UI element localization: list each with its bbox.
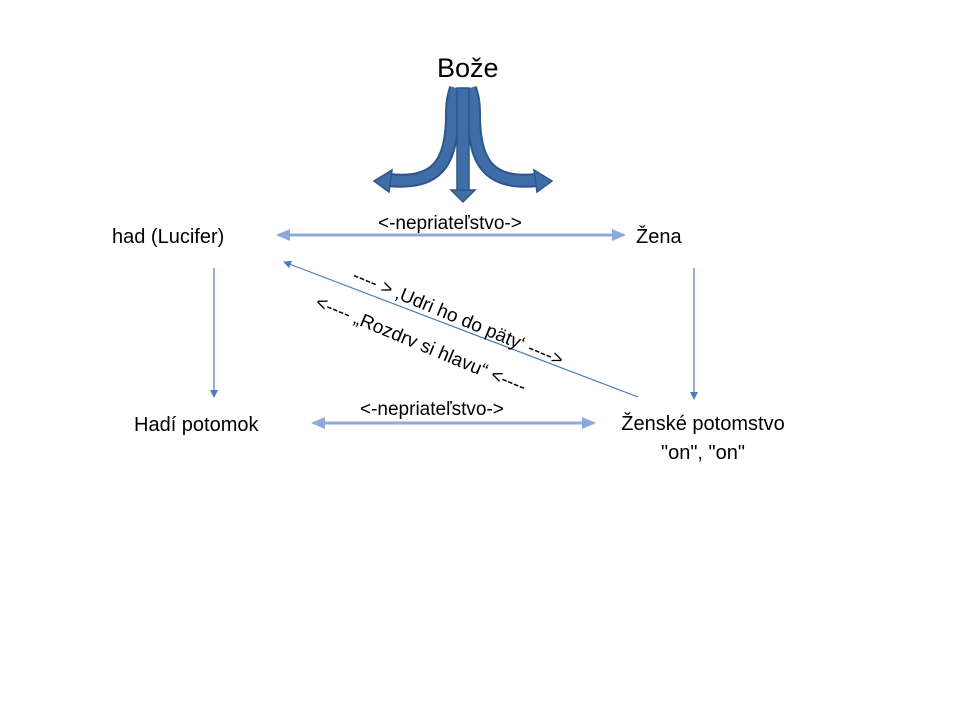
center-arrowhead — [449, 189, 477, 204]
label-bottom-enmity: <-nepriateľstvo-> — [360, 399, 504, 420]
label-top-enmity: <-nepriateľstvo-> — [378, 213, 522, 234]
node-had-lucifer: had (Lucifer) — [112, 226, 225, 248]
zenske-potomstvo-subtitle: "on", "on" — [660, 442, 745, 464]
center-shaft — [456, 87, 470, 193]
right-arrowhead — [533, 168, 554, 194]
node-zena: Žena — [636, 226, 682, 248]
node-zenske-potomstvo: Ženské potomstvo "on", "on" — [608, 414, 798, 463]
node-hadi-potomok: Hadí potomok — [134, 414, 259, 436]
title-boze: Bože — [437, 53, 499, 83]
left-arrowhead — [372, 168, 393, 194]
divine-three-way-arrow-icon — [372, 86, 554, 204]
zenske-potomstvo-title: Ženské potomstvo — [621, 413, 785, 435]
diagonal-arrow — [283, 260, 639, 398]
